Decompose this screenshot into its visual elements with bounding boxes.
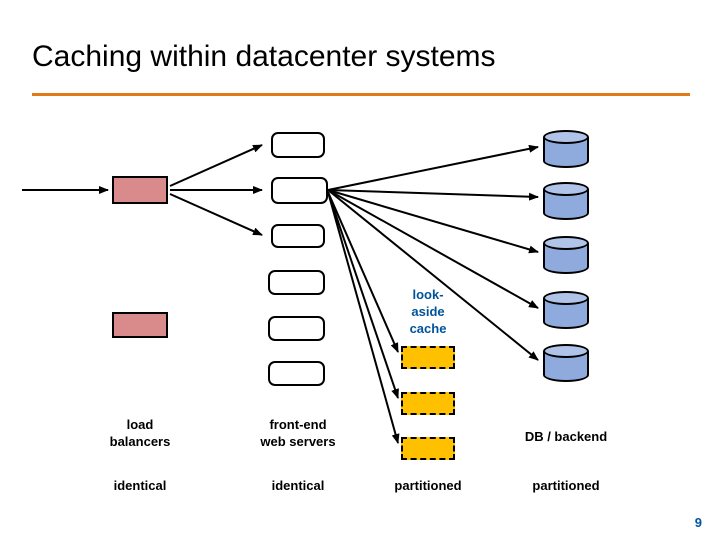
- cache-label-line1: look-: [412, 287, 444, 302]
- web-server-6: [268, 361, 325, 386]
- ws-label-line2: web servers: [260, 434, 336, 449]
- column-label-web-servers: front-end web servers: [240, 416, 356, 450]
- ws-label-line1: front-end: [269, 417, 327, 432]
- web-server-2: [271, 177, 328, 204]
- lb-label-line1: load: [126, 417, 154, 432]
- load-balancer-1: [112, 176, 168, 204]
- cache-node-2: [401, 392, 455, 415]
- db-node-5: [543, 344, 589, 382]
- cache-node-3: [401, 437, 455, 460]
- sublabel-cache: partitioned: [394, 478, 462, 493]
- db-node-3: [543, 236, 589, 274]
- sublabel-web-servers: identical: [271, 478, 325, 493]
- sublabel-db: partitioned: [532, 478, 600, 493]
- cache-column-label: look- aside cache: [388, 286, 468, 337]
- db-node-4: [543, 291, 589, 329]
- web-server-1: [271, 132, 325, 158]
- page-number: 9: [694, 515, 702, 530]
- sublabel-load-balancers: identical: [113, 478, 167, 493]
- column-label-db-backend: DB / backend: [492, 428, 640, 445]
- column-label-load-balancers: load balancers: [88, 416, 192, 450]
- title-divider: [32, 93, 690, 96]
- db-node-1: [543, 130, 589, 168]
- cache-label-line3: cache: [409, 321, 447, 336]
- cache-label-line2: aside: [411, 304, 445, 319]
- db-label-line1: DB / backend: [524, 429, 608, 444]
- web-server-3: [271, 224, 325, 248]
- load-balancer-2: [112, 312, 168, 338]
- web-server-5: [268, 316, 325, 341]
- page-title: Caching within datacenter systems: [32, 40, 496, 73]
- cache-node-1: [401, 346, 455, 369]
- lb-label-line2: balancers: [109, 434, 171, 449]
- db-node-2: [543, 182, 589, 220]
- web-server-4: [268, 270, 325, 295]
